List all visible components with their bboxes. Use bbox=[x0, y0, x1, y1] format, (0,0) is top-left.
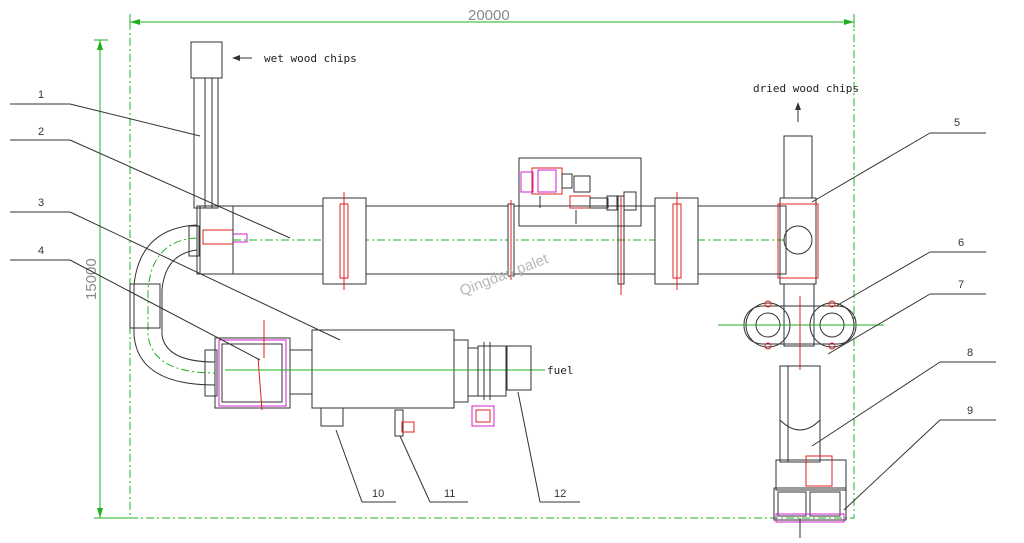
hot-air-duct bbox=[129, 224, 216, 386]
callout-4: 4 bbox=[38, 245, 44, 257]
callout-3: 3 bbox=[38, 197, 44, 209]
induced-draft-fan bbox=[773, 455, 847, 538]
furnace bbox=[225, 329, 545, 427]
callout-10: 10 bbox=[372, 488, 384, 500]
callout-7: 7 bbox=[958, 279, 964, 291]
drive-unit bbox=[518, 157, 642, 227]
callout-1: 1 bbox=[38, 89, 44, 101]
watermark: Qingdao palet bbox=[457, 250, 551, 300]
burner bbox=[394, 342, 507, 437]
height-dimension-label: 15000 bbox=[83, 258, 100, 300]
callout-2: 2 bbox=[38, 126, 44, 138]
rotary-drum bbox=[232, 192, 787, 295]
cyclone-separators bbox=[718, 283, 884, 370]
furnace-heat-exchanger bbox=[204, 320, 291, 411]
drum-outlet-box bbox=[777, 102, 819, 285]
exhaust-duct bbox=[779, 365, 821, 463]
wet-feed-elevator bbox=[190, 41, 252, 209]
width-dimension: 20000 bbox=[129, 7, 855, 28]
callout-9: 9 bbox=[967, 405, 973, 417]
callout-12: 12 bbox=[554, 488, 566, 500]
callout-8: 8 bbox=[967, 347, 973, 359]
callout-5: 5 bbox=[954, 117, 960, 129]
callout-6: 6 bbox=[958, 237, 964, 249]
width-dimension-label: 20000 bbox=[468, 7, 510, 24]
fuel-label: fuel bbox=[547, 364, 574, 377]
dried-wood-chips-label: dried wood chips bbox=[753, 82, 859, 95]
wet-wood-chips-label: wet wood chips bbox=[264, 52, 357, 65]
fuel-unit bbox=[506, 345, 532, 391]
callout-leaders bbox=[10, 103, 996, 511]
callout-11: 11 bbox=[444, 488, 455, 500]
site-boundary bbox=[129, 21, 855, 519]
